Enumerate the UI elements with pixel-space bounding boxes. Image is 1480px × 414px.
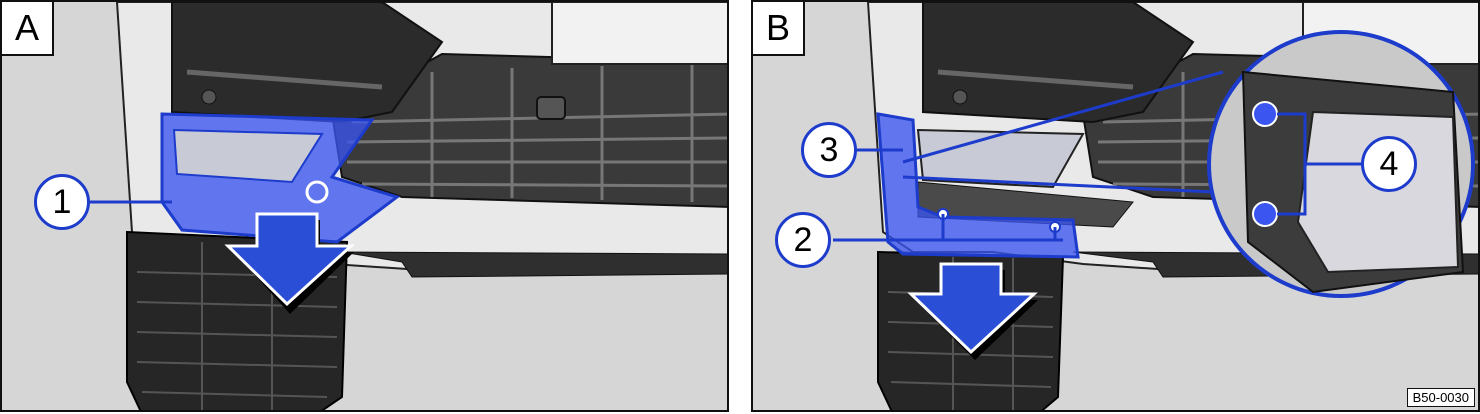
underbody xyxy=(341,251,727,278)
figure-code: B50-0030 xyxy=(1406,388,1475,407)
down-arrow-icon xyxy=(907,262,1038,355)
fog-light-pocket xyxy=(922,2,1195,124)
callout-2: 2 xyxy=(775,212,831,268)
detail-screw-top xyxy=(1252,101,1278,127)
panel-b: B 3 2 4 B50-0030 xyxy=(751,0,1480,412)
down-arrow-icon xyxy=(224,212,355,307)
panel-a: A 1 xyxy=(0,0,729,412)
fog-light-pocket xyxy=(171,2,444,124)
magnifier-ray-bottom xyxy=(902,175,1214,194)
trim-piece-removed xyxy=(876,112,1080,259)
panel-b-illustration xyxy=(833,2,1478,410)
callout-3: 3 xyxy=(801,122,857,178)
pocket-screw xyxy=(201,89,217,105)
detail-lamp-lens xyxy=(1296,110,1460,274)
fog-light-lens xyxy=(172,128,324,184)
pocket-slat xyxy=(186,69,383,90)
pocket-screw xyxy=(952,89,968,105)
callout-4: 4 xyxy=(1361,136,1417,192)
fog-lamp-exposed xyxy=(916,128,1085,189)
detail-screw-bottom xyxy=(1252,201,1278,227)
license-plate-edge xyxy=(551,2,727,65)
magnifier-ray-top xyxy=(902,70,1224,164)
trim-clip xyxy=(305,180,329,204)
panel-label-b: B xyxy=(753,2,805,56)
pocket-slat xyxy=(937,69,1134,90)
panel-a-illustration xyxy=(90,2,727,410)
callout-1: 1 xyxy=(34,174,90,230)
front-sensor xyxy=(536,96,566,120)
panel-label-a: A xyxy=(2,2,54,56)
